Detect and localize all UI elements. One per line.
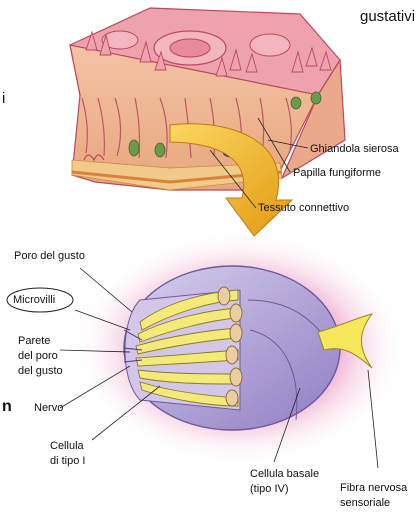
cropped-left-text: i <box>2 90 5 107</box>
label-fibra-line2: sensoriale <box>340 497 390 510</box>
label-papilla-fungiforme: Papilla fungiforme <box>293 167 381 180</box>
label-microvilli: Microvilli <box>13 294 55 307</box>
label-ghiandola-sierosa: Ghiandola sierosa <box>310 143 399 156</box>
tongue-tissue-block <box>70 8 345 190</box>
cropped-title-text: gustativi <box>360 8 415 25</box>
label-nervo: Nervo <box>34 402 63 415</box>
label-cellula-line2: di tipo I <box>50 455 85 468</box>
label-tessuto-connettivo: Tessuto connettivo <box>258 202 349 215</box>
cropped-left-bold-text: n <box>2 398 12 416</box>
label-basale-line2: (tipo IV) <box>250 483 289 496</box>
label-basale-line1: Cellula basale <box>250 468 319 481</box>
label-cellula-line1: Cellula <box>50 440 84 453</box>
label-poro-del-gusto: Poro del gusto <box>14 250 85 263</box>
label-parete-line3: del gusto <box>18 365 63 378</box>
label-parete-line2: del poro <box>18 350 58 363</box>
label-fibra-line1: Fibra nervosa <box>340 482 407 495</box>
label-parete-line1: Parete <box>18 335 50 348</box>
